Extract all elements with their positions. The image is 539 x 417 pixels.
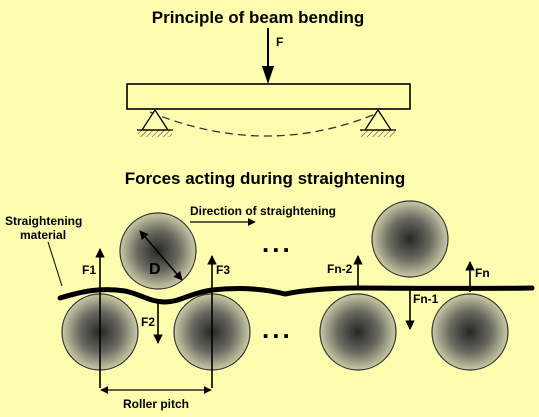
beam-deflection-curve xyxy=(149,111,381,137)
force-f1-label: F1 xyxy=(82,263,96,277)
material-label-line2: material xyxy=(20,228,66,242)
ellipsis-upper: ... xyxy=(262,228,293,258)
direction-label: Direction of straightening xyxy=(190,204,336,218)
upper-roller-n1 xyxy=(371,200,449,278)
force-fn1-label: Fn-1 xyxy=(413,292,439,306)
beam xyxy=(126,83,411,110)
right-support xyxy=(360,108,396,137)
force-f-arrowhead xyxy=(262,66,274,84)
straightening-material-strip xyxy=(57,285,535,305)
roller-pitch-label: Roller pitch xyxy=(123,397,189,411)
ellipsis-lower: ... xyxy=(262,314,293,344)
beam-bending-title: Principle of beam bending xyxy=(152,8,365,27)
material-leader-line xyxy=(47,241,63,287)
force-f3-label: F3 xyxy=(216,263,230,277)
material-label-line1: Straightening xyxy=(5,214,82,228)
force-fn-label: Fn xyxy=(475,266,490,280)
lower-roller-n2 xyxy=(319,293,397,371)
lower-roller-n xyxy=(431,293,509,371)
force-f-label: F xyxy=(276,35,283,49)
diameter-arrow xyxy=(139,230,183,281)
force-fn2-label: Fn-2 xyxy=(327,262,353,276)
straightening-title: Forces acting during straightening xyxy=(125,169,406,188)
diameter-label: D xyxy=(149,261,161,278)
left-support xyxy=(137,108,173,137)
force-f2-label: F2 xyxy=(141,315,155,329)
